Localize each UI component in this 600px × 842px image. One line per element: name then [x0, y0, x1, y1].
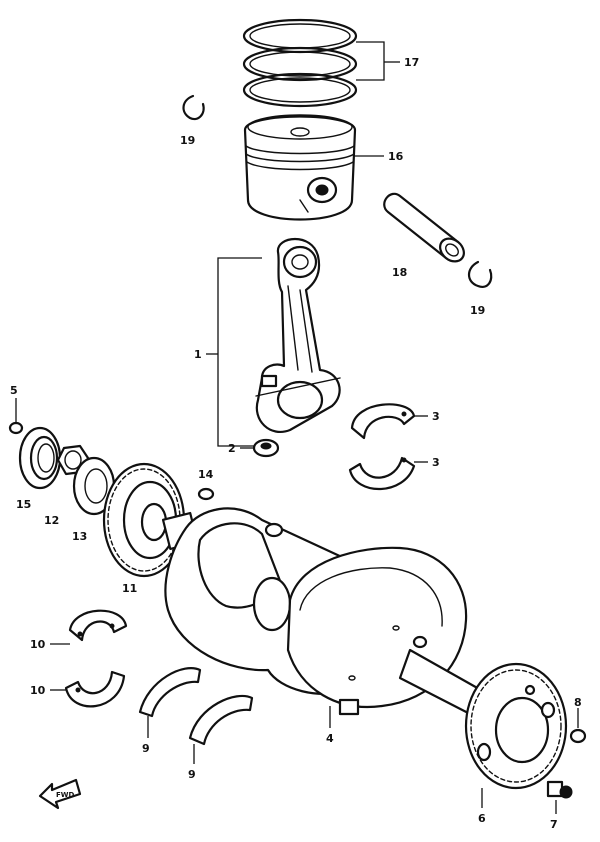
bolt-7 — [546, 780, 573, 799]
key-14 — [197, 487, 215, 501]
circlip-right — [467, 260, 493, 288]
callout-13: 13 — [72, 530, 87, 543]
callout-18: 18 — [392, 266, 407, 279]
callout-5: 5 — [10, 384, 18, 397]
dowel-pin-8 — [569, 728, 587, 744]
primary-drive-gear — [102, 462, 199, 578]
piston — [243, 114, 357, 221]
callout-3-upper: 3 — [432, 410, 440, 423]
fwd-label: FWD — [56, 791, 75, 799]
callout-19-upper: 19 — [180, 134, 195, 147]
circlip-upper — [182, 94, 205, 121]
thrust-washer-9-right — [188, 694, 254, 746]
rod-nut — [252, 438, 280, 458]
callout-9-right: 9 — [188, 768, 196, 781]
callout-10-upper: 10 — [30, 638, 46, 651]
callout-2: 2 — [228, 442, 236, 455]
callout-6: 6 — [478, 812, 486, 825]
crankshaft — [164, 507, 492, 719]
rod-bearing-lower — [348, 456, 416, 491]
piston-pin — [383, 192, 465, 263]
fwd-arrow-icon: FWD — [38, 778, 82, 810]
main-bearing-10-lower — [64, 670, 126, 708]
key-5 — [8, 421, 24, 435]
callout-8: 8 — [574, 696, 582, 709]
callout-11: 11 — [122, 582, 137, 595]
main-bearing-10-upper — [68, 609, 128, 642]
callout-19-right: 19 — [470, 304, 485, 317]
callout-15: 15 — [16, 498, 31, 511]
oil-seal-15 — [18, 426, 62, 490]
callout-14: 14 — [198, 468, 214, 481]
callout-3-lower: 3 — [432, 456, 440, 469]
crank-gear — [464, 662, 568, 790]
callout-4: 4 — [326, 732, 334, 745]
callout-1: 1 — [194, 348, 202, 361]
connecting-rod — [255, 238, 341, 433]
callout-17: 17 — [404, 56, 419, 69]
rod-bearing-upper — [350, 403, 416, 440]
callout-10-lower: 10 — [30, 684, 46, 697]
callout-9-left: 9 — [142, 742, 150, 755]
callout-7: 7 — [550, 818, 558, 831]
thrust-washer-9-left — [138, 667, 202, 718]
callout-12: 12 — [44, 514, 59, 527]
callout-16: 16 — [388, 150, 404, 163]
piston-rings — [242, 18, 358, 108]
